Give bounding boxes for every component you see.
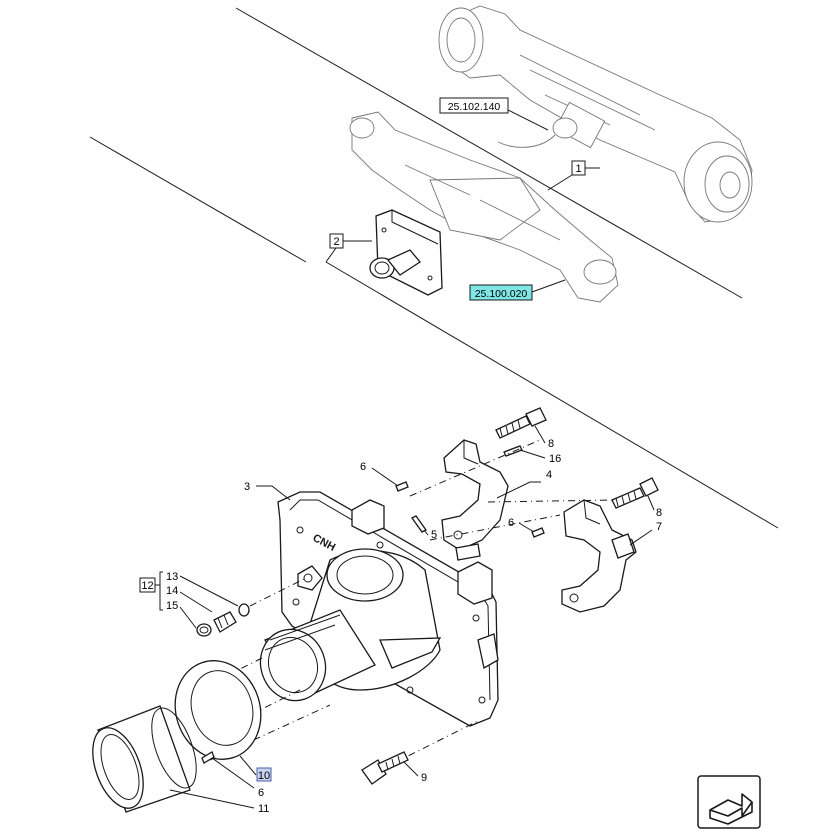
- item-11-label: 11: [258, 803, 269, 815]
- item-3-callout[interactable]: 3: [244, 481, 291, 501]
- item-6c-callout[interactable]: 6: [211, 757, 264, 799]
- flange-housing-part-3: CNH: [259, 491, 499, 727]
- item-9-label: 9: [421, 772, 427, 784]
- pin-part-6-right: [531, 527, 545, 538]
- item-7-label: 7: [656, 521, 662, 533]
- bolt-part-8-upper: [495, 407, 547, 439]
- item-6b-label: 6: [508, 517, 514, 529]
- bushing-part-11: [92, 705, 197, 813]
- item-1-label: 1: [575, 163, 581, 175]
- item-14-callout[interactable]: 14: [166, 585, 213, 613]
- item-4-label: 4: [546, 469, 552, 481]
- mid-flange-housing: [369, 209, 443, 296]
- ref-callout-25-100-020[interactable]: 25.100.020: [469, 279, 566, 301]
- pin-part-5: [411, 515, 427, 533]
- item-8a-label: 8: [548, 438, 554, 450]
- item-10-highlight: [256, 767, 272, 782]
- axle-housing-assembly: [349, 111, 619, 303]
- o-ring-part-15: [196, 623, 212, 637]
- item-6a-label: 6: [360, 461, 366, 473]
- item-11-callout[interactable]: 11: [169, 789, 269, 815]
- clamp-half-part-4: [441, 439, 509, 561]
- item-1-box[interactable]: 1: [547, 160, 600, 191]
- pin-part-6-upper: [395, 481, 409, 492]
- item-5-label: 5: [431, 529, 437, 541]
- thrust-washer-part-10: [174, 660, 262, 760]
- ref-mid-label: 25.100.020: [475, 288, 528, 300]
- item-16-callout[interactable]: 16: [519, 449, 561, 465]
- breather-plug-part-14: [213, 611, 237, 633]
- item-3-label: 3: [244, 481, 250, 493]
- item-13-callout[interactable]: 13: [166, 571, 239, 607]
- group-12-bracket[interactable]: 12: [139, 571, 163, 611]
- item-4-callout[interactable]: 4: [496, 469, 552, 499]
- item-5-callout[interactable]: 5: [423, 529, 437, 541]
- ref-highlight: [469, 284, 533, 301]
- item-10-label: 10: [258, 770, 270, 782]
- pin-part-16: [503, 445, 523, 457]
- item-12-label: 12: [141, 580, 153, 592]
- nav-arrow-icon[interactable]: [697, 775, 761, 829]
- item-8-lower-callout[interactable]: 8: [647, 495, 662, 519]
- item-7-callout[interactable]: 7: [629, 521, 662, 546]
- item-10-callout[interactable]: 10: [239, 755, 272, 782]
- item-6b-callout[interactable]: 6: [508, 517, 535, 533]
- bolt-part-9: [361, 751, 409, 785]
- item-15-label: 15: [166, 600, 178, 612]
- ref-callout-25-102-140[interactable]: 25.102.140: [439, 97, 549, 131]
- item-6a-callout[interactable]: 6: [360, 461, 399, 487]
- ref-top-label: 25.102.140: [448, 101, 501, 113]
- item-2-label: 2: [333, 236, 339, 248]
- pin-part-6-lower: [201, 751, 215, 764]
- front-axle-assembly: [438, 5, 753, 223]
- item-16-label: 16: [549, 453, 561, 465]
- clamp-half-part-7: [561, 499, 637, 613]
- bolt-part-8-lower: [611, 477, 659, 509]
- item-14-label: 14: [166, 585, 178, 597]
- item-13-label: 13: [166, 571, 178, 583]
- item-8-upper-callout[interactable]: 8: [534, 425, 554, 450]
- item-6c-label: 6: [258, 787, 264, 799]
- item-2-box[interactable]: 2: [325, 233, 372, 263]
- item-15-callout[interactable]: 15: [166, 600, 197, 629]
- item-8b-label: 8: [656, 507, 662, 519]
- frame-lines: [89, 7, 779, 529]
- seal-ring-part-13: [238, 603, 250, 617]
- item-9-callout[interactable]: 9: [403, 761, 427, 784]
